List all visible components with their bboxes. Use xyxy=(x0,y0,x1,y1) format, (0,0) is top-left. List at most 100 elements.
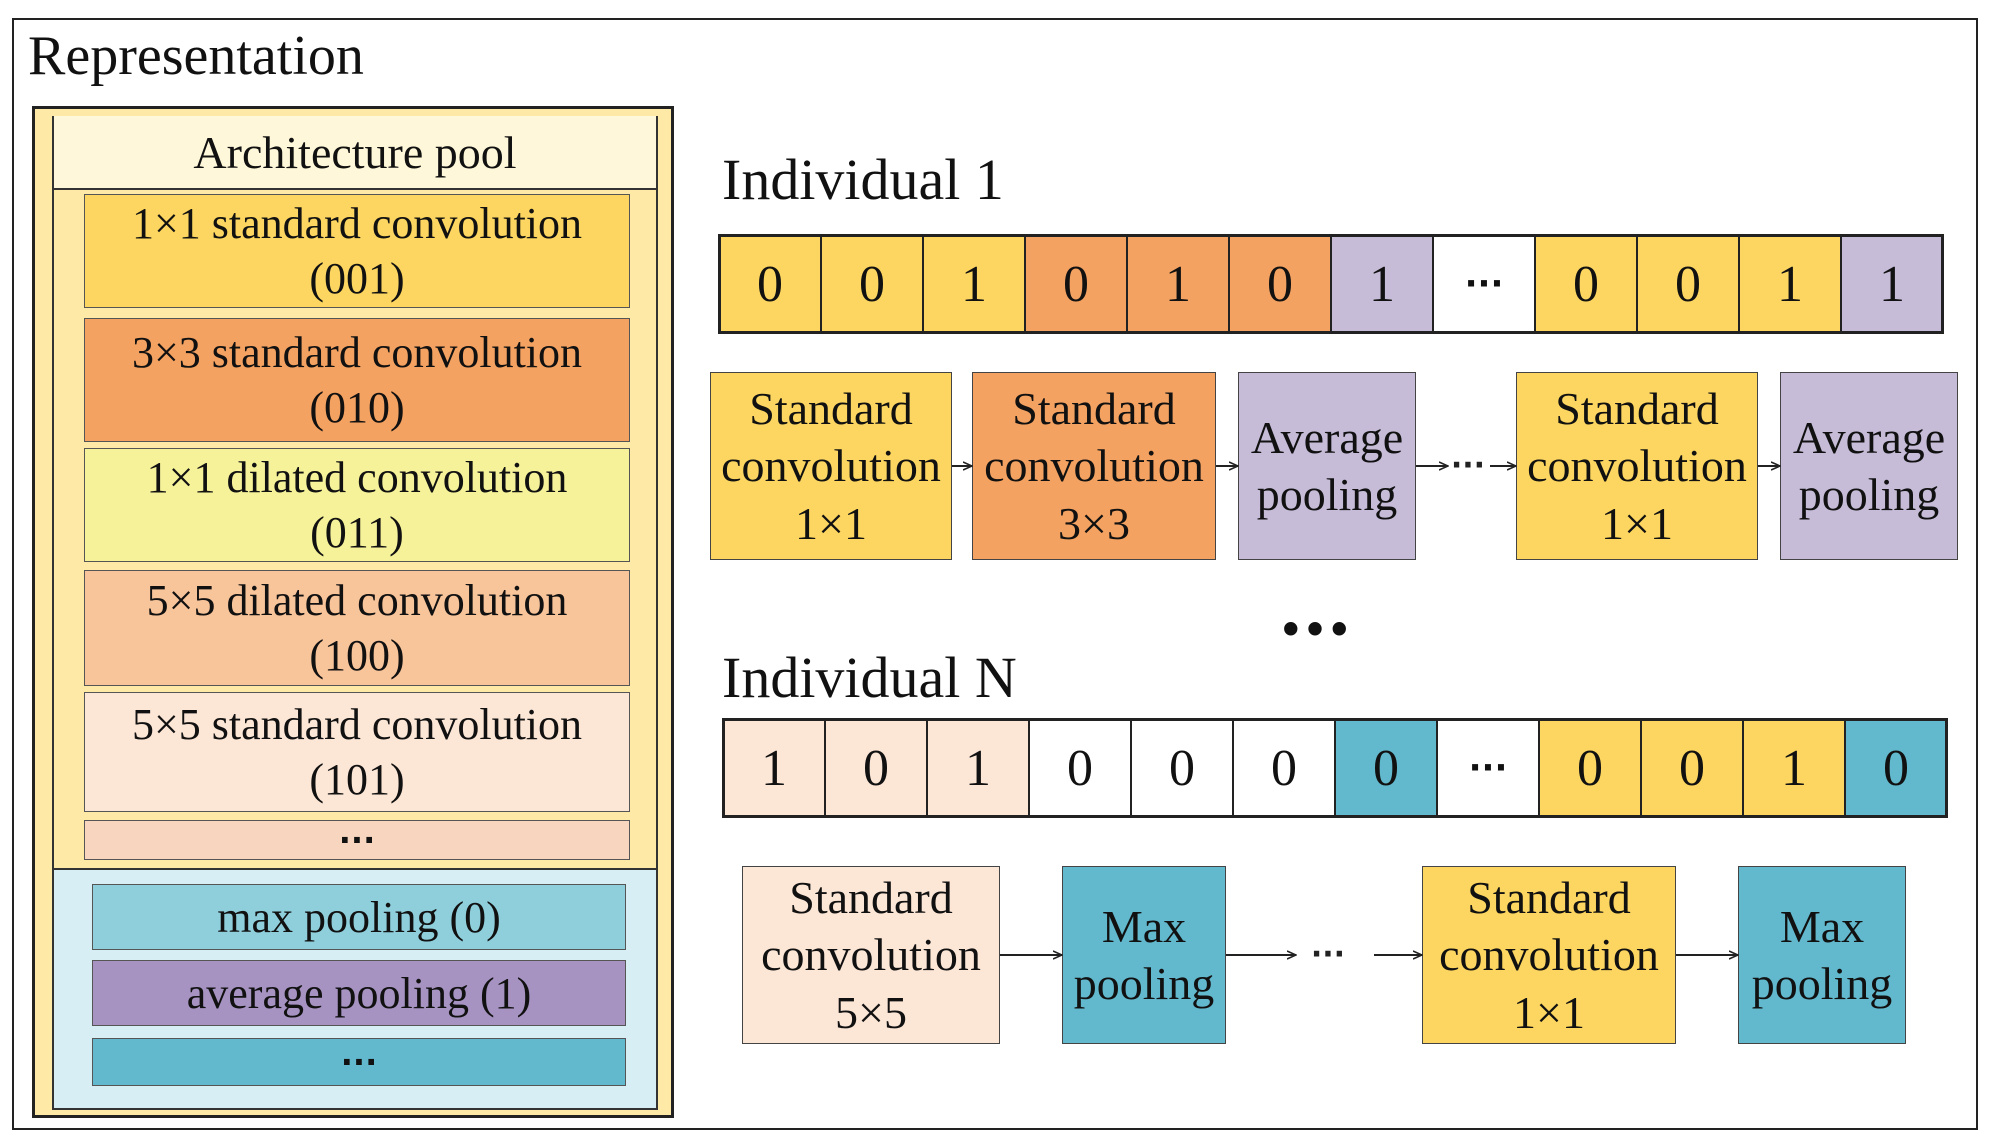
pool-conv-name: 1×1 standard convolution xyxy=(131,199,583,248)
ind1-bit: 1 xyxy=(1369,255,1395,313)
indN-block-line2: convolution xyxy=(1439,929,1659,981)
ind1-bit: 1 xyxy=(1165,255,1191,313)
pool-conv-name: 5×5 dilated convolution xyxy=(146,576,568,625)
ind1-block-line1: Average xyxy=(1250,411,1404,463)
ind1-block-line2: convolution xyxy=(1527,440,1747,492)
flow-ellipsis: ··· xyxy=(1451,448,1485,483)
ind1-bit: 0 xyxy=(859,255,885,313)
ind1-block-line2: pooling xyxy=(1798,469,1940,520)
pool-pooling-more: ··· xyxy=(92,1038,626,1086)
indN-block-line3: 1×1 xyxy=(1513,986,1585,1038)
indN-block: Max pooling xyxy=(1062,866,1226,1044)
indN-bit: 0 xyxy=(1373,739,1399,797)
indN-bit: 0 xyxy=(1271,739,1297,797)
ind1-bit: 1 xyxy=(1879,255,1905,313)
pool-pooling-label: average pooling (1) xyxy=(186,968,532,1018)
ind1-block-line3: 1×1 xyxy=(1601,497,1673,549)
indN-bit: 1 xyxy=(965,739,991,797)
pool-conv-item: 5×5 standard convolution (101) xyxy=(84,692,630,812)
ind1-cell: 0 xyxy=(1024,234,1128,334)
ind1-block-line3: 1×1 xyxy=(795,497,867,549)
indN-bit: 0 xyxy=(1679,739,1705,797)
indN-block-line1: Standard xyxy=(789,871,953,923)
indN-bit: 1 xyxy=(1781,739,1807,797)
ind1-block-line2: convolution xyxy=(984,440,1204,492)
pool-conv-code: (011) xyxy=(310,508,404,557)
pool-conv-item: 5×5 dilated convolution (100) xyxy=(84,570,630,686)
indN-block-line1: Max xyxy=(1101,900,1187,952)
ind1-bit: 1 xyxy=(961,255,987,313)
ind1-block: Average pooling xyxy=(1238,372,1416,560)
pool-pooling-item: max pooling (0) xyxy=(92,884,626,950)
ind1-cell: 0 xyxy=(1534,234,1638,334)
indN-block: Max pooling xyxy=(1738,866,1906,1044)
individualN-title: Individual N xyxy=(722,645,1017,710)
pool-conv-item: 3×3 standard convolution(010) xyxy=(84,318,630,442)
pool-pooling-item: average pooling (1) xyxy=(92,960,626,1026)
pool-conv-code: (001) xyxy=(309,254,405,303)
indN-bit: 0 xyxy=(1169,739,1195,797)
pool-header: Architecture pool xyxy=(52,116,658,188)
ind1-bit: 0 xyxy=(1573,255,1599,313)
outer-frame xyxy=(12,18,1978,1130)
pool-divider xyxy=(52,188,658,190)
ind1-cell: ··· xyxy=(1432,234,1536,334)
individual1-title: Individual 1 xyxy=(722,147,1004,212)
ind1-cell: 0 xyxy=(1228,234,1332,334)
ind1-block-line2: convolution xyxy=(721,440,941,492)
ind1-bit: ··· xyxy=(1464,264,1504,304)
indN-cell: 0 xyxy=(1232,718,1336,818)
conv-section xyxy=(52,190,658,870)
indN-bit: 0 xyxy=(1577,739,1603,797)
indN-bit: 0 xyxy=(863,739,889,797)
ind1-cell: 1 xyxy=(1738,234,1842,334)
indN-block-line2: pooling xyxy=(1073,958,1215,1009)
indN-bit: 0 xyxy=(1067,739,1093,797)
indN-cell: 0 xyxy=(1028,718,1132,818)
pool-conv-code: (010) xyxy=(309,383,405,432)
indN-block-line2: pooling xyxy=(1751,958,1893,1009)
ind1-bit: 1 xyxy=(1777,255,1803,313)
ind1-bit: 0 xyxy=(1063,255,1089,313)
pool-conv-more-text: ··· xyxy=(338,821,376,859)
pool-conv-name: 1×1 dilated convolution xyxy=(146,453,568,502)
indN-cell: 1 xyxy=(926,718,1030,818)
pool-conv-more: ··· xyxy=(84,820,630,860)
pool-conv-code: (101) xyxy=(309,755,405,804)
ind1-block-line1: Standard xyxy=(1012,382,1176,434)
pool-pooling-more-text: ··· xyxy=(340,1043,378,1081)
ind1-block: Average pooling xyxy=(1780,372,1958,560)
indN-bit: ··· xyxy=(1468,748,1508,788)
ind1-bit: 0 xyxy=(1675,255,1701,313)
ind1-block-line1: Standard xyxy=(1555,382,1719,434)
indN-cell: 0 xyxy=(824,718,928,818)
indN-cell: 0 xyxy=(1334,718,1438,818)
pool-conv-name: 5×5 standard convolution xyxy=(131,700,583,749)
ind1-bit: 0 xyxy=(1267,255,1293,313)
middle-ellipsis: ••• xyxy=(1278,608,1352,652)
flow-ellipsis: ··· xyxy=(1311,937,1345,972)
indN-cell: 0 xyxy=(1130,718,1234,818)
ind1-block-line2: pooling xyxy=(1256,469,1398,520)
pool-conv-item: 1×1 standard convolution (001) xyxy=(84,194,630,308)
indN-block-line1: Max xyxy=(1779,900,1865,952)
ind1-block-line1: Standard xyxy=(749,382,913,434)
ind1-cell: 1 xyxy=(1840,234,1944,334)
page-title: Representation xyxy=(28,25,364,87)
indN-bit: 1 xyxy=(761,739,787,797)
indN-block-line2: convolution xyxy=(761,929,981,981)
pool-conv-code: (100) xyxy=(309,631,405,680)
indN-block-line1: Standard xyxy=(1467,871,1631,923)
pool-pooling-label: max pooling (0) xyxy=(217,892,501,942)
ind1-block-line3: 3×3 xyxy=(1058,497,1130,549)
pool-conv-item: 1×1 dilated convolution (011) xyxy=(84,448,630,562)
ind1-block-line1: Average xyxy=(1792,411,1946,463)
indN-bit: 0 xyxy=(1883,739,1909,797)
ind1-bit: 0 xyxy=(757,255,783,313)
